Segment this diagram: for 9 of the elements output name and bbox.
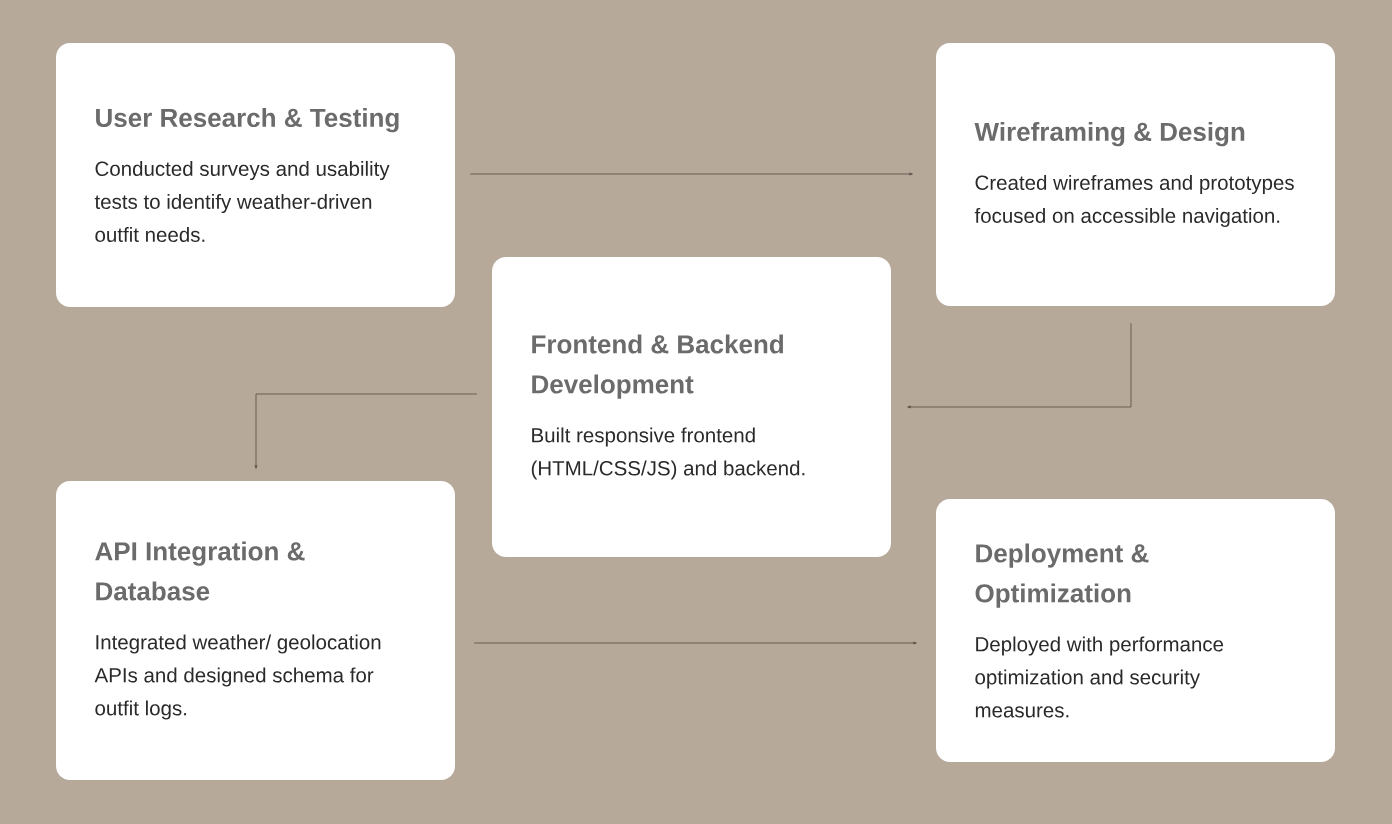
arrow	[469, 172, 913, 176]
arrow	[907, 322, 1132, 409]
arrow	[254, 393, 478, 469]
process-box: Deployment & Optimization Deployed with performance optimization and security measures.	[936, 499, 1335, 762]
process-box: Frontend & Backend Development Built responsive frontend (HTML/CSS/JS) and backend.	[492, 257, 891, 557]
arrow	[473, 641, 917, 645]
process-box: User Research & Testing Conducted surveys and usability tests to identify weather-driven outfit needs.	[56, 43, 455, 307]
process-box: Wireframing & Design Created wireframes and prototypes focused on accessible navigation.	[936, 43, 1335, 306]
process-box: API Integration & Database Integrated weather/ geolocation APIs and designed schema for outfit logs.	[56, 481, 455, 780]
